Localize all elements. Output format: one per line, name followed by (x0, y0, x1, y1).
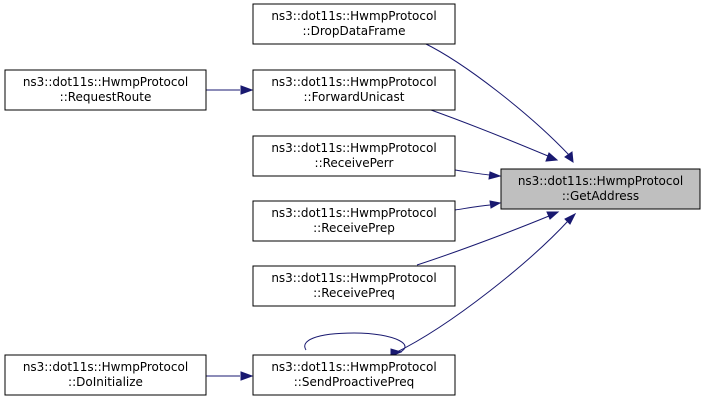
node-receive-perr-line1: ns3::dot11s::HwmpProtocol (271, 141, 436, 155)
node-receive-preq-line1: ns3::dot11s::HwmpProtocol (271, 271, 436, 285)
node-get-address-line1: ns3::dot11s::HwmpProtocol (518, 174, 683, 188)
node-drop-data-frame-line2: ::DropDataFrame (303, 24, 406, 38)
node-send-proactive-preq[interactable]: ns3::dot11s::HwmpProtocol ::SendProactiv… (252, 354, 456, 396)
edge-forward-unicast-to-get-address (430, 109, 559, 162)
node-get-address-line2: ::GetAddress (562, 189, 639, 203)
node-request-route-line1: ns3::dot11s::HwmpProtocol (23, 75, 188, 89)
node-drop-data-frame-line1: ns3::dot11s::HwmpProtocol (271, 9, 436, 23)
edge-receive-prep-to-get-address (454, 200, 502, 211)
edge-drop-data-frame-to-get-address (423, 42, 574, 163)
node-receive-preq[interactable]: ns3::dot11s::HwmpProtocol ::ReceivePreq (252, 265, 456, 307)
node-request-route[interactable]: ns3::dot11s::HwmpProtocol ::RequestRoute (4, 69, 207, 111)
node-get-address[interactable]: ns3::dot11s::HwmpProtocol ::GetAddress (500, 168, 701, 210)
node-request-route-line2: ::RequestRoute (60, 90, 152, 104)
node-drop-data-frame[interactable]: ns3::dot11s::HwmpProtocol ::DropDataFram… (252, 3, 456, 45)
node-send-proactive-preq-line1: ns3::dot11s::HwmpProtocol (271, 360, 436, 374)
node-forward-unicast[interactable]: ns3::dot11s::HwmpProtocol ::ForwardUnica… (252, 69, 456, 111)
node-receive-preq-line2: ::ReceivePreq (313, 286, 395, 300)
edge-request-route-to-forward-unicast (206, 85, 254, 95)
node-receive-perr-line2: ::ReceivePerr (315, 156, 394, 170)
node-do-initialize-line2: ::DoInitialize (68, 375, 143, 389)
node-receive-perr[interactable]: ns3::dot11s::HwmpProtocol ::ReceivePerr (252, 135, 456, 177)
edge-receive-perr-to-get-address (454, 169, 502, 180)
edge-do-initialize-to-send-proactive-preq (206, 371, 254, 381)
node-do-initialize-line1: ns3::dot11s::HwmpProtocol (23, 360, 188, 374)
node-send-proactive-preq-line2: ::SendProactivePreq (294, 375, 415, 389)
node-do-initialize[interactable]: ns3::dot11s::HwmpProtocol ::DoInitialize (4, 354, 207, 396)
node-receive-prep-line2: ::ReceivePrep (313, 221, 395, 235)
node-forward-unicast-line2: ::ForwardUnicast (304, 90, 405, 104)
edge-send-proactive-preq-self-loop (304, 332, 406, 357)
edge-receive-preq-to-get-address (416, 211, 560, 266)
node-receive-prep[interactable]: ns3::dot11s::HwmpProtocol ::ReceivePrep (252, 200, 456, 242)
node-forward-unicast-line1: ns3::dot11s::HwmpProtocol (271, 75, 436, 89)
node-receive-prep-line1: ns3::dot11s::HwmpProtocol (271, 206, 436, 220)
edge-send-proactive-preq-to-get-address (394, 212, 577, 354)
